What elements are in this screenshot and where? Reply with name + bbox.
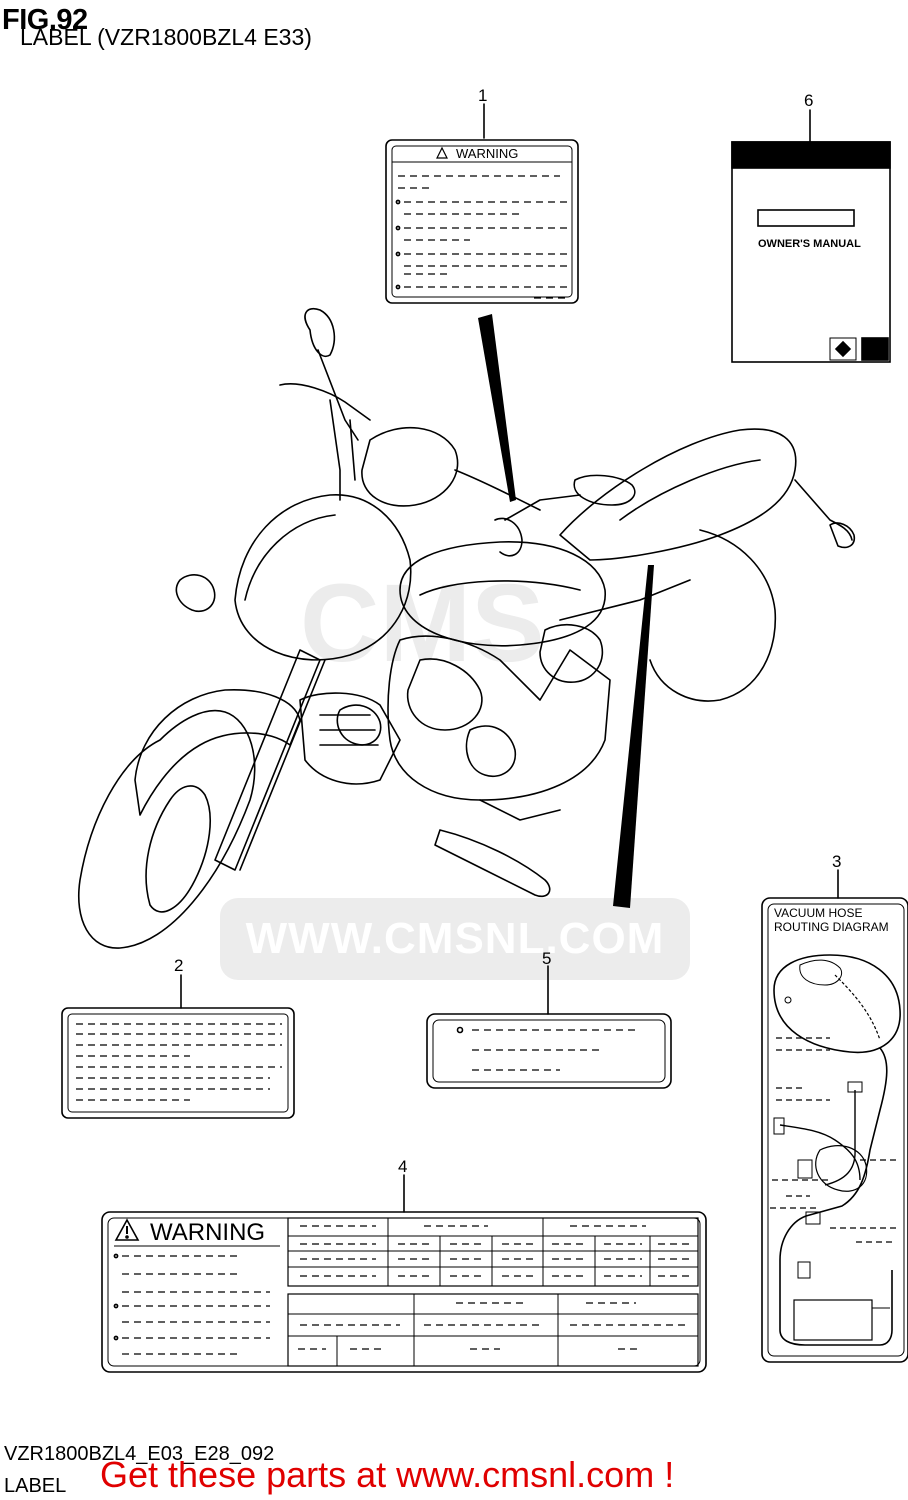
callout-4: 4 <box>398 1157 407 1176</box>
owners-manual-title: OWNER'S MANUAL <box>758 238 861 250</box>
owners-manual-book <box>731 141 891 363</box>
promo-link[interactable]: Get these parts at www.cmsnl.com ! <box>100 1454 675 1495</box>
label-2 <box>61 1007 295 1119</box>
label-1-heading: WARNING <box>456 146 518 161</box>
figure-subtitle: LABEL (VZR1800BZL4 E33) <box>20 24 312 50</box>
label-3-title-line2: ROUTING DIAGRAM <box>774 920 889 934</box>
watermark-url: WWW.CMSNL.COM <box>245 914 665 963</box>
label-3-vacuum-hose <box>761 897 908 1363</box>
figure-label: FIG.92 <box>2 4 88 36</box>
section-name: LABEL <box>4 1475 67 1497</box>
label-1-warning <box>385 139 579 304</box>
label-4-heading: WARNING <box>150 1219 265 1246</box>
motorcycle-illustration <box>78 308 856 949</box>
watermark-background <box>220 898 690 980</box>
diagram-code: VZR1800BZL4_E03_E28_092 <box>4 1443 275 1465</box>
pointer-label-5 <box>613 565 654 908</box>
label-3-title-line1: VACUUM HOSE <box>774 906 862 920</box>
callout-5: 5 <box>542 949 551 968</box>
label-4-warning-table <box>101 1211 707 1373</box>
label-5 <box>426 1013 672 1089</box>
callout-1: 1 <box>478 86 487 105</box>
callout-6: 6 <box>804 91 813 110</box>
callout-3: 3 <box>832 852 841 871</box>
pointer-label-1 <box>478 314 516 502</box>
callout-2: 2 <box>174 956 183 975</box>
